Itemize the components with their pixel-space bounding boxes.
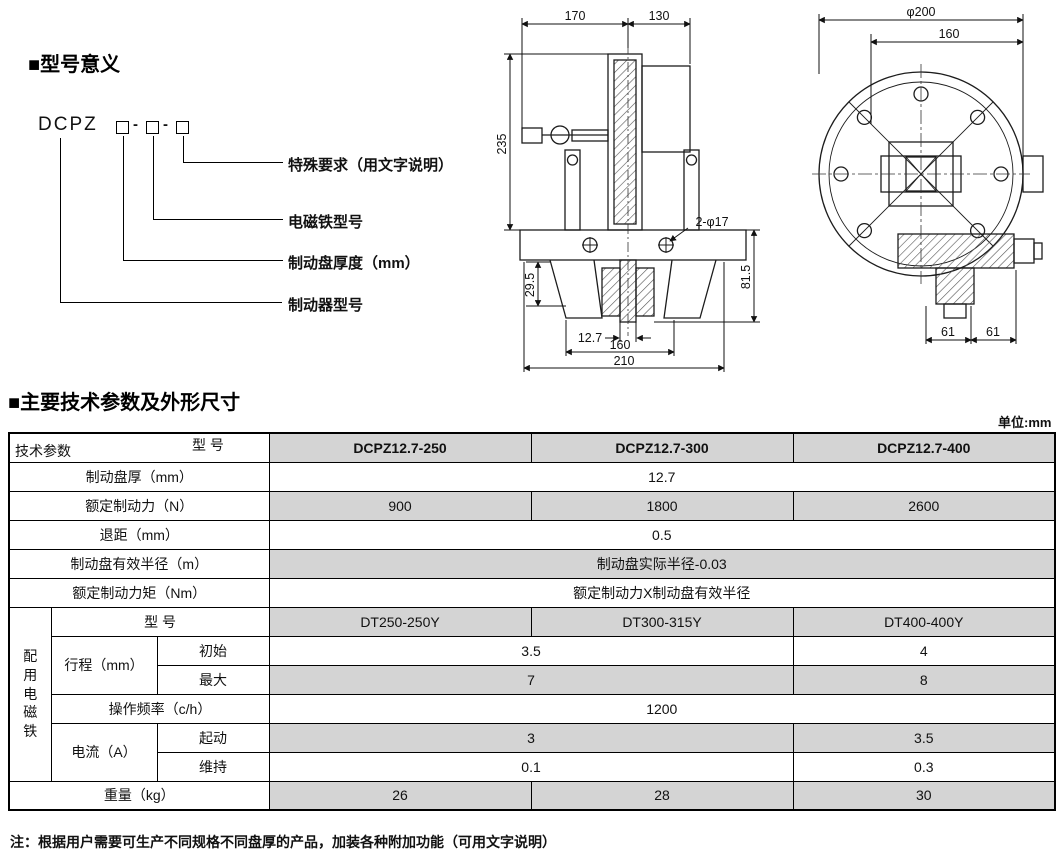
- side-view-drawing: φ200 160 61 61: [812, 5, 1044, 344]
- param-value: 26: [268, 780, 532, 811]
- model-header-1: DCPZ12.7-250: [268, 432, 532, 463]
- leader-line: [152, 136, 283, 220]
- model-box-2: [146, 121, 159, 134]
- param-value: DT400-400Y: [792, 606, 1056, 637]
- row-rated-force: 额定制动力（N） 900 1800 2600: [8, 490, 1056, 521]
- dim-29-5: 29.5: [523, 273, 537, 297]
- param-value: 30: [792, 780, 1056, 811]
- header-row: 型 号 技术参数 DCPZ12.7-250 DCPZ12.7-300 DCPZ1…: [8, 432, 1056, 463]
- side-view-dimension-lines: [818, 14, 1024, 344]
- param-label: 电流（A）: [50, 722, 158, 782]
- dim-81-5: 81.5: [739, 265, 753, 289]
- param-value: DT250-250Y: [268, 606, 532, 637]
- model-header-3: DCPZ12.7-400: [792, 432, 1056, 463]
- row-disc-thickness: 制动盘厚（mm） 12.7: [8, 461, 1056, 492]
- row-stroke-max: 最大 7 8: [9, 664, 1056, 695]
- model-label-disc-thickness: 制动盘厚度（mm）: [288, 255, 420, 272]
- param-label: 退距（mm）: [8, 519, 270, 550]
- param-sublabel: 起动: [156, 722, 270, 753]
- dim-170: 170: [565, 9, 586, 23]
- dim-160: 160: [610, 338, 631, 352]
- param-value: 1200: [268, 693, 1056, 724]
- param-label: 制动盘有效半径（m）: [8, 548, 270, 579]
- param-value: 制动盘实际半径-0.03: [268, 548, 1056, 579]
- row-frequency: 操作频率（c/h） 1200: [9, 693, 1056, 724]
- dim-12-7: 12.7: [578, 331, 602, 345]
- model-designation-diagram: DCPZ - - 特殊要求（用文字说明） 电磁铁型号 制动盘厚度（mm） 制动器…: [30, 104, 460, 334]
- dim-160: 160: [939, 27, 960, 41]
- param-label: 操作频率（c/h）: [50, 693, 270, 724]
- param-value: 4: [792, 635, 1056, 666]
- param-label: 行程（mm）: [50, 635, 158, 695]
- leader-line: [182, 136, 283, 163]
- param-label: 额定制动力（N）: [8, 490, 270, 521]
- row-effective-radius: 制动盘有效半径（m） 制动盘实际半径-0.03: [8, 548, 1056, 579]
- row-current-start: 电流（A） 起动 3 3.5: [9, 722, 1056, 782]
- param-value: 0.5: [268, 519, 1056, 550]
- section-title-model-meaning: ■型号意义: [28, 54, 121, 76]
- model-label-electromagnet-model: 电磁铁型号: [288, 214, 364, 231]
- param-sublabel: 最大: [156, 664, 270, 695]
- param-value: 7: [268, 664, 794, 695]
- model-box-1: [116, 121, 129, 134]
- param-value: 1800: [530, 490, 794, 521]
- param-value: 900: [268, 490, 532, 521]
- param-value: 额定制动力X制动盘有效半径: [268, 577, 1056, 608]
- param-value: DT300-315Y: [530, 606, 794, 637]
- corner-cell: 型 号 技术参数: [8, 432, 270, 463]
- param-value: 3.5: [792, 722, 1056, 753]
- row-current-hold: 维持 0.1 0.3: [9, 751, 1056, 782]
- param-value: 0.3: [792, 751, 1056, 782]
- dim-phi200: φ200: [907, 5, 936, 19]
- front-view-dimension-lines: [504, 18, 760, 372]
- section-title-parameters: ■主要技术参数及外形尺寸: [8, 392, 241, 414]
- footnote: 注：根据用户需要可生产不同规格不同盘厚的产品，加装各种附加功能（可用文字说明）: [10, 834, 556, 850]
- row-rated-torque: 额定制动力矩（Nm） 额定制动力X制动盘有效半径: [8, 577, 1056, 608]
- magnet-group-label: 配用电磁铁: [23, 647, 38, 740]
- param-value: 8: [792, 664, 1056, 695]
- model-box-3: [176, 121, 189, 134]
- parameters-table: 型 号 技术参数 DCPZ12.7-250 DCPZ12.7-300 DCPZ1…: [8, 432, 1057, 811]
- param-value: 28: [530, 780, 794, 811]
- param-sublabel: 维持: [156, 751, 270, 782]
- corner-label-model: 型 号: [192, 437, 224, 453]
- row-weight: 重量（kg） 26 28 30: [8, 780, 1056, 811]
- dim-holes-2-phi17: 2-φ17: [695, 215, 728, 229]
- leader-line: [122, 136, 283, 261]
- param-value: 2600: [792, 490, 1056, 521]
- param-value: 3.5: [268, 635, 794, 666]
- param-value: 3: [268, 722, 794, 753]
- row-magnet-model: 配用电磁铁 型 号 DT250-250Y DT300-315Y DT400-40…: [8, 606, 1056, 782]
- model-separator: -: [133, 116, 138, 133]
- front-view-drawing: 170 130 235 29.5 81.5 2-φ17 12.7 160 210: [495, 9, 760, 372]
- dim-61-left: 61: [941, 325, 955, 339]
- param-label: 额定制动力矩（Nm）: [8, 577, 270, 608]
- param-sublabel: 初始: [156, 635, 270, 666]
- dim-210: 210: [614, 354, 635, 368]
- magnet-group-label-cell: 配用电磁铁: [8, 606, 52, 782]
- corner-label-params: 技术参数: [15, 442, 71, 459]
- dim-61-right: 61: [986, 325, 1000, 339]
- param-label: 重量（kg）: [8, 780, 270, 811]
- param-value: 12.7: [268, 461, 1056, 492]
- model-header-2: DCPZ12.7-300: [530, 432, 794, 463]
- model-separator: -: [163, 116, 168, 133]
- row-stroke-initial: 行程（mm） 初始 3.5 4: [9, 635, 1056, 695]
- front-view-geometry: [519, 53, 747, 323]
- param-label: 制动盘厚（mm）: [8, 461, 270, 492]
- side-view-geometry: [818, 71, 1044, 319]
- leader-line: [60, 138, 282, 303]
- dim-130: 130: [649, 9, 670, 23]
- param-label: 型 号: [50, 606, 270, 637]
- model-label-brake-model: 制动器型号: [288, 297, 364, 314]
- dim-235: 235: [495, 134, 509, 155]
- row-retreat: 退距（mm） 0.5: [8, 519, 1056, 550]
- param-value: 0.1: [268, 751, 794, 782]
- unit-label: 单位:mm: [998, 415, 1052, 430]
- model-label-special-requirements: 特殊要求（用文字说明）: [288, 157, 454, 174]
- model-prefix: DCPZ: [38, 114, 98, 135]
